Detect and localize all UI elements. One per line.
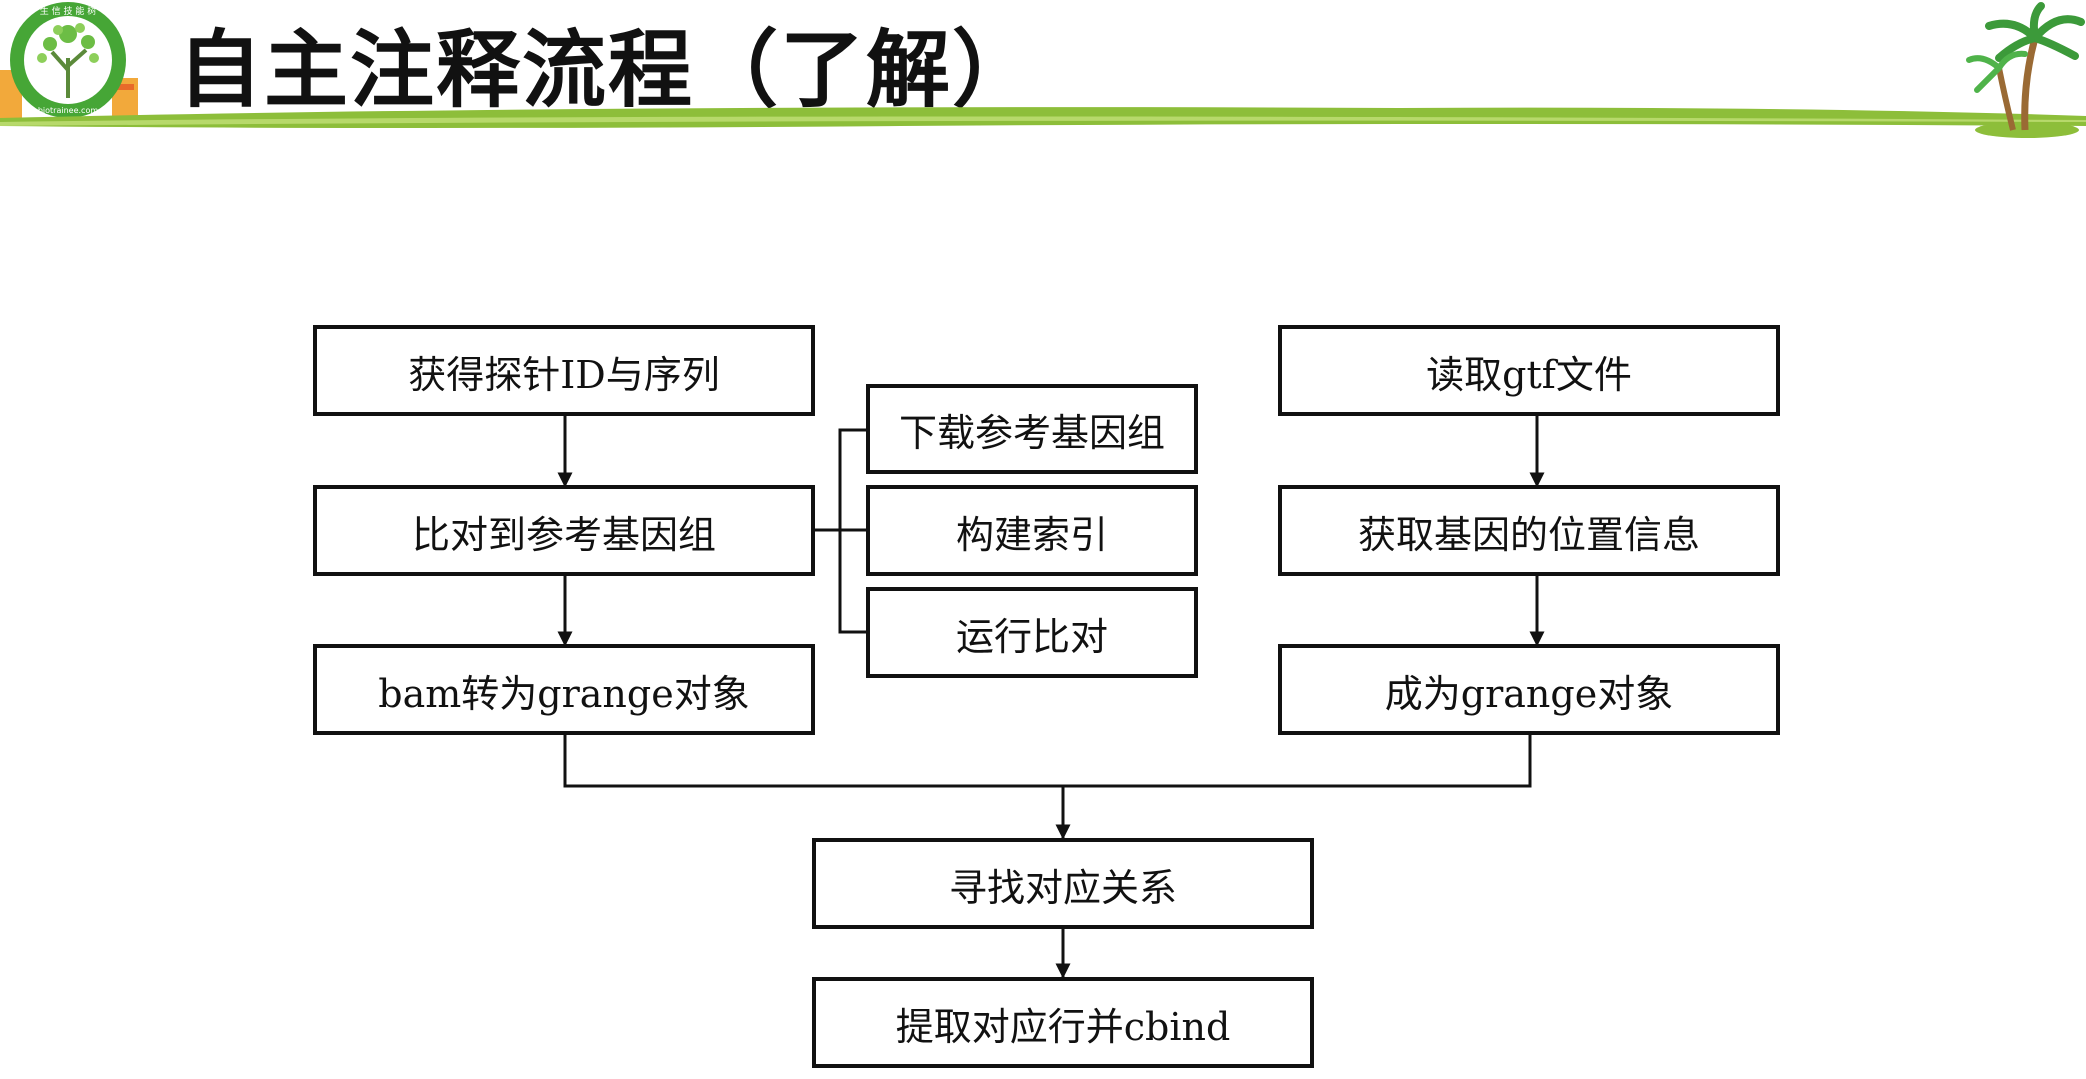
page-title: 自主注释流程（了解） <box>178 21 1039 119</box>
substep-download-reference-genome: 下载参考基因组 <box>866 384 1198 474</box>
biotrainee-logo: 生 信 技 能 树 biotrainee.com <box>0 2 138 118</box>
logo-bottom-text: biotrainee.com <box>38 106 98 115</box>
step-bam-to-grange: bam转为grange对象 <box>313 644 815 735</box>
step-align-to-reference-genome: 比对到参考基因组 <box>313 485 815 576</box>
logo-top-text: 生 信 技 能 树 <box>40 5 96 17</box>
step-to-grange-object: 成为grange对象 <box>1278 644 1780 735</box>
header-green-band <box>0 107 2086 128</box>
substep-build-index: 构建索引 <box>866 485 1198 576</box>
step-label: 读取gtf文件 <box>1426 352 1632 397</box>
step-label: 获取基因的位置信息 <box>1357 512 1700 557</box>
substep-run-alignment: 运行比对 <box>866 587 1198 678</box>
step-label: 下载参考基因组 <box>898 411 1165 455</box>
merge-connector <box>563 733 1532 788</box>
step-read-gtf-file: 读取gtf文件 <box>1278 325 1780 416</box>
step-label: 获得探针ID与序列 <box>408 352 720 397</box>
step-label: 运行比对 <box>955 614 1108 659</box>
palm-tree-icon <box>1966 2 2085 138</box>
step-label: 构建索引 <box>955 512 1108 557</box>
step-label: 寻找对应关系 <box>948 865 1177 910</box>
step-extract-rows-cbind: 提取对应行并cbind <box>812 977 1314 1068</box>
step-label: bam转为grange对象 <box>378 671 750 716</box>
step-get-probe-id-sequence: 获得探针ID与序列 <box>313 325 815 416</box>
step-label: 提取对应行并cbind <box>895 1004 1231 1049</box>
step-label: 成为grange对象 <box>1384 671 1674 716</box>
step-find-correspondence: 寻找对应关系 <box>812 838 1314 929</box>
step-get-gene-positions: 获取基因的位置信息 <box>1278 485 1780 576</box>
step-label: 比对到参考基因组 <box>411 512 716 557</box>
